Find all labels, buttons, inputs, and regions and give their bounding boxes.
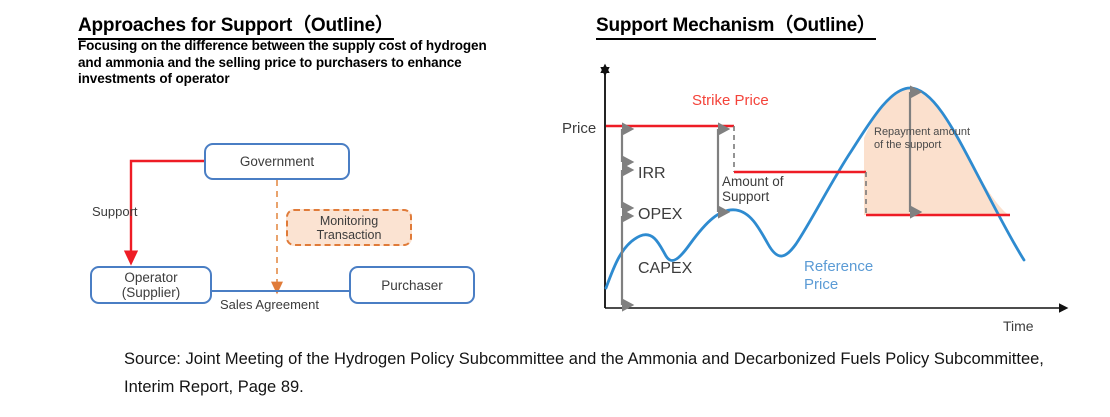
node-operator-label: Operator (Supplier) xyxy=(121,270,181,300)
edge-label-sales-agreement: Sales Agreement xyxy=(220,297,320,312)
repayment-amount-label: Repayment amount of the support xyxy=(874,126,970,151)
node-government[interactable]: Government xyxy=(204,143,350,180)
support-arrow-path xyxy=(123,159,204,266)
capex-label: CAPEX xyxy=(638,260,693,277)
strike-price-label: Strike Price xyxy=(692,92,769,109)
chart-canvas xyxy=(600,63,1069,313)
source-caption: Source: Joint Meeting of the Hydrogen Po… xyxy=(124,350,1044,396)
node-operator[interactable]: Operator (Supplier) xyxy=(90,266,212,304)
irr-label: IRR xyxy=(638,165,666,182)
amount-of-support-label: Amount of Support xyxy=(722,174,784,204)
approaches-flow-diagram: Government Operator (Supplier) Purchaser… xyxy=(0,0,560,340)
right-panel-title: Support Mechanism（Outline） xyxy=(596,10,876,40)
y-axis-label: Price xyxy=(562,120,597,137)
flow-connectors xyxy=(123,159,349,295)
repayment-shaded-region xyxy=(864,88,1010,215)
node-monitoring-label: Monitoring Transaction xyxy=(316,213,382,242)
edge-label-support: Support xyxy=(92,204,138,219)
x-axis-label: Time xyxy=(1003,318,1034,334)
support-mechanism-chart: Price Time Strike Price IRR OPEX CAPEX A… xyxy=(540,30,1110,340)
left-panel-title: Approaches for Support（Outline） xyxy=(78,10,394,40)
left-panel-lead-text: Focusing on the difference between the s… xyxy=(78,38,487,86)
opex-label: OPEX xyxy=(638,206,683,223)
node-purchaser[interactable]: Purchaser xyxy=(349,266,475,304)
node-monitoring-transaction[interactable]: Monitoring Transaction xyxy=(286,209,412,246)
reference-price-curve xyxy=(604,86,1026,290)
reference-price-label: Reference Price xyxy=(804,258,874,293)
